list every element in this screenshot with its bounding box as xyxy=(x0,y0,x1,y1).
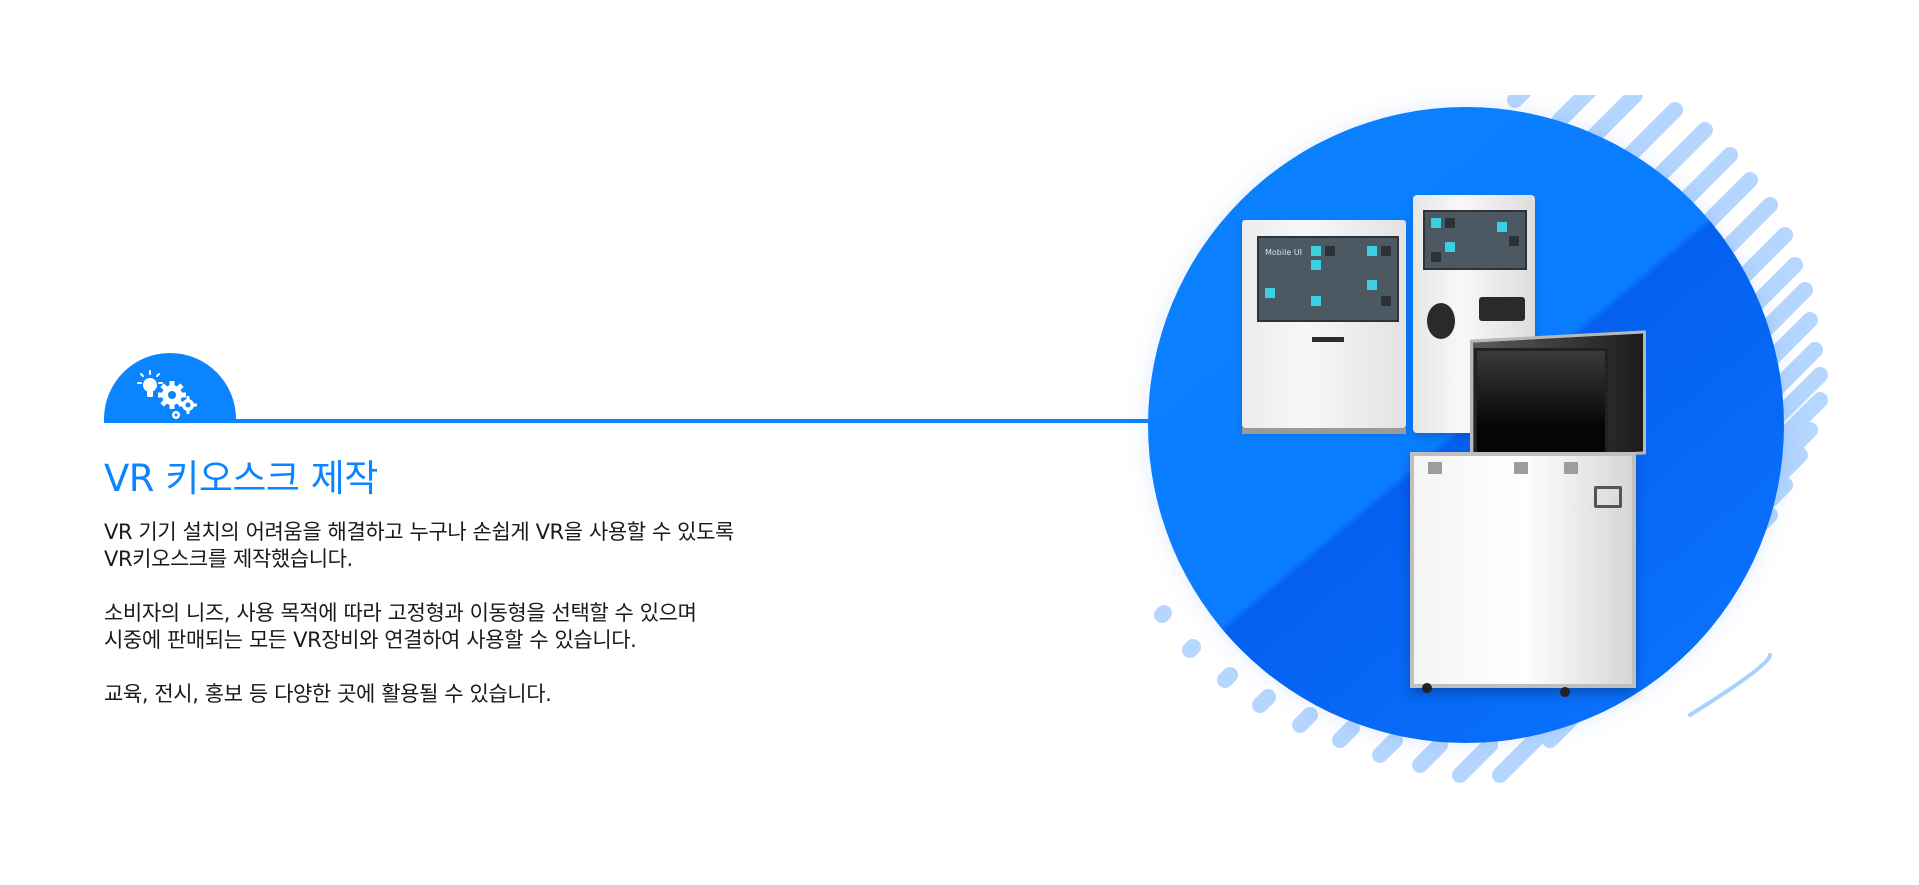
description-paragraph-3: 교육, 전시, 홍보 등 다양한 곳에 활용될 수 있습니다. xyxy=(104,682,552,706)
case-latch xyxy=(1514,462,1528,474)
case-handle xyxy=(1594,486,1622,508)
case-latch xyxy=(1428,462,1442,474)
idea-gears-icon xyxy=(137,370,197,419)
description-paragraph-2: 소비자의 니즈, 사용 목적에 따라 고정형과 이동형을 선택할 수 있으며 시… xyxy=(104,601,697,652)
case-latch xyxy=(1564,462,1578,474)
vr-headset-holder xyxy=(1427,303,1455,339)
case-monitor xyxy=(1474,348,1608,464)
section-title: VR 키오스크 제작 xyxy=(104,457,378,500)
mobile-kiosk-case xyxy=(1410,452,1636,688)
fixed-kiosk-large: Mobile UI xyxy=(1242,220,1406,434)
card-slot xyxy=(1312,337,1344,342)
kiosk-visual: Mobile UI xyxy=(1130,95,1850,795)
description: VR 기기 설치의 어려움을 해결하고 누구나 손쉽게 VR을 사용할 수 있도… xyxy=(104,519,864,735)
case-wheel xyxy=(1422,683,1432,693)
controller-holder xyxy=(1479,297,1525,321)
kiosk-screen: Mobile UI xyxy=(1257,236,1399,322)
section-divider-line xyxy=(104,419,1150,423)
case-wheel xyxy=(1560,687,1570,697)
section-icon-badge xyxy=(104,353,236,423)
kiosk-base xyxy=(1242,428,1406,434)
description-paragraph-1: VR 기기 설치의 어려움을 해결하고 누구나 손쉽게 VR을 사용할 수 있도… xyxy=(104,520,734,571)
kiosk-screen-label: Mobile UI xyxy=(1265,248,1302,257)
kiosk-screen xyxy=(1423,210,1527,270)
